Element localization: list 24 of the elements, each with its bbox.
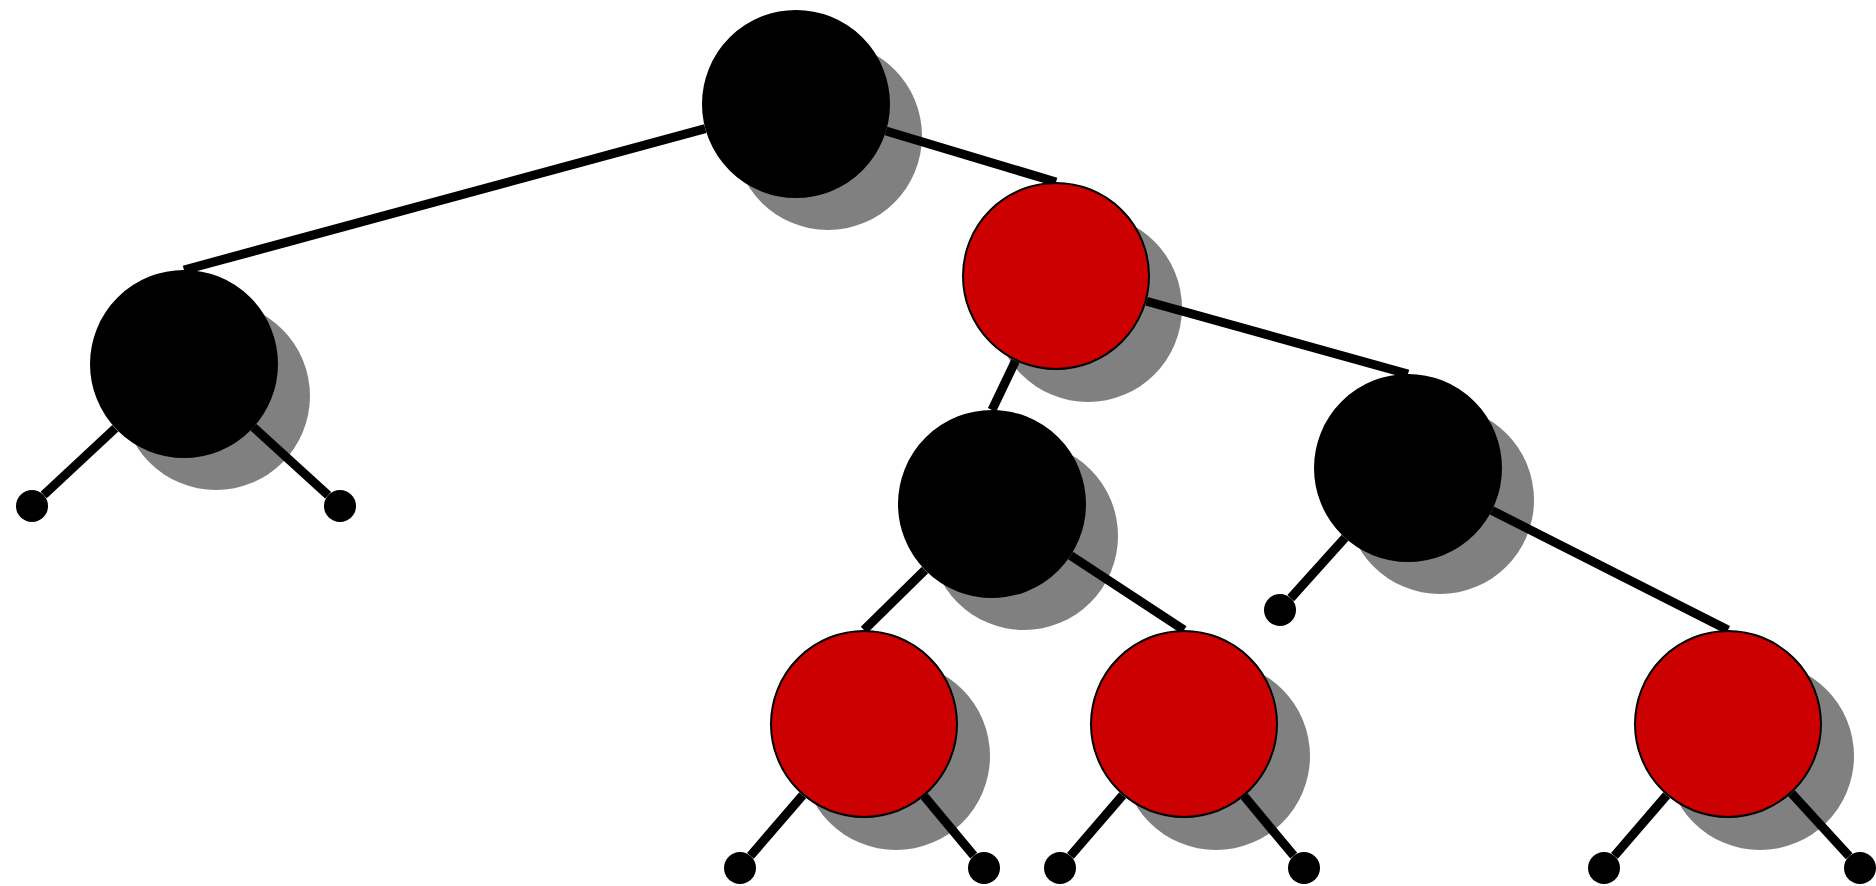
- leaf-dot: [968, 852, 1000, 884]
- leaf-dot: [1044, 852, 1076, 884]
- tree-edge: [1068, 551, 1187, 634]
- leaf-dot: [724, 852, 756, 884]
- leaf-dot: [324, 490, 356, 522]
- tree-edge: [1611, 792, 1671, 859]
- leaf-dot: [1588, 852, 1620, 884]
- tree-edge: [1067, 792, 1127, 859]
- tree-edge: [747, 792, 807, 859]
- leaf-dot: [1288, 852, 1320, 884]
- tree-edge: [40, 424, 119, 499]
- leaf-dot: [1844, 852, 1876, 884]
- tree-edge: [1145, 296, 1410, 379]
- tree-edge: [1489, 506, 1731, 634]
- tree-edge: [182, 124, 707, 275]
- tree-edge: [884, 126, 1058, 187]
- leaf-dot: [16, 490, 48, 522]
- tree-edge: [1240, 793, 1298, 859]
- tree-edge: [920, 793, 978, 859]
- tree-edge: [860, 566, 929, 634]
- tree-edge: [987, 358, 1020, 412]
- tree-edge: [1788, 790, 1853, 860]
- tree-edge: [1287, 534, 1349, 602]
- leaf-dot: [1264, 594, 1296, 626]
